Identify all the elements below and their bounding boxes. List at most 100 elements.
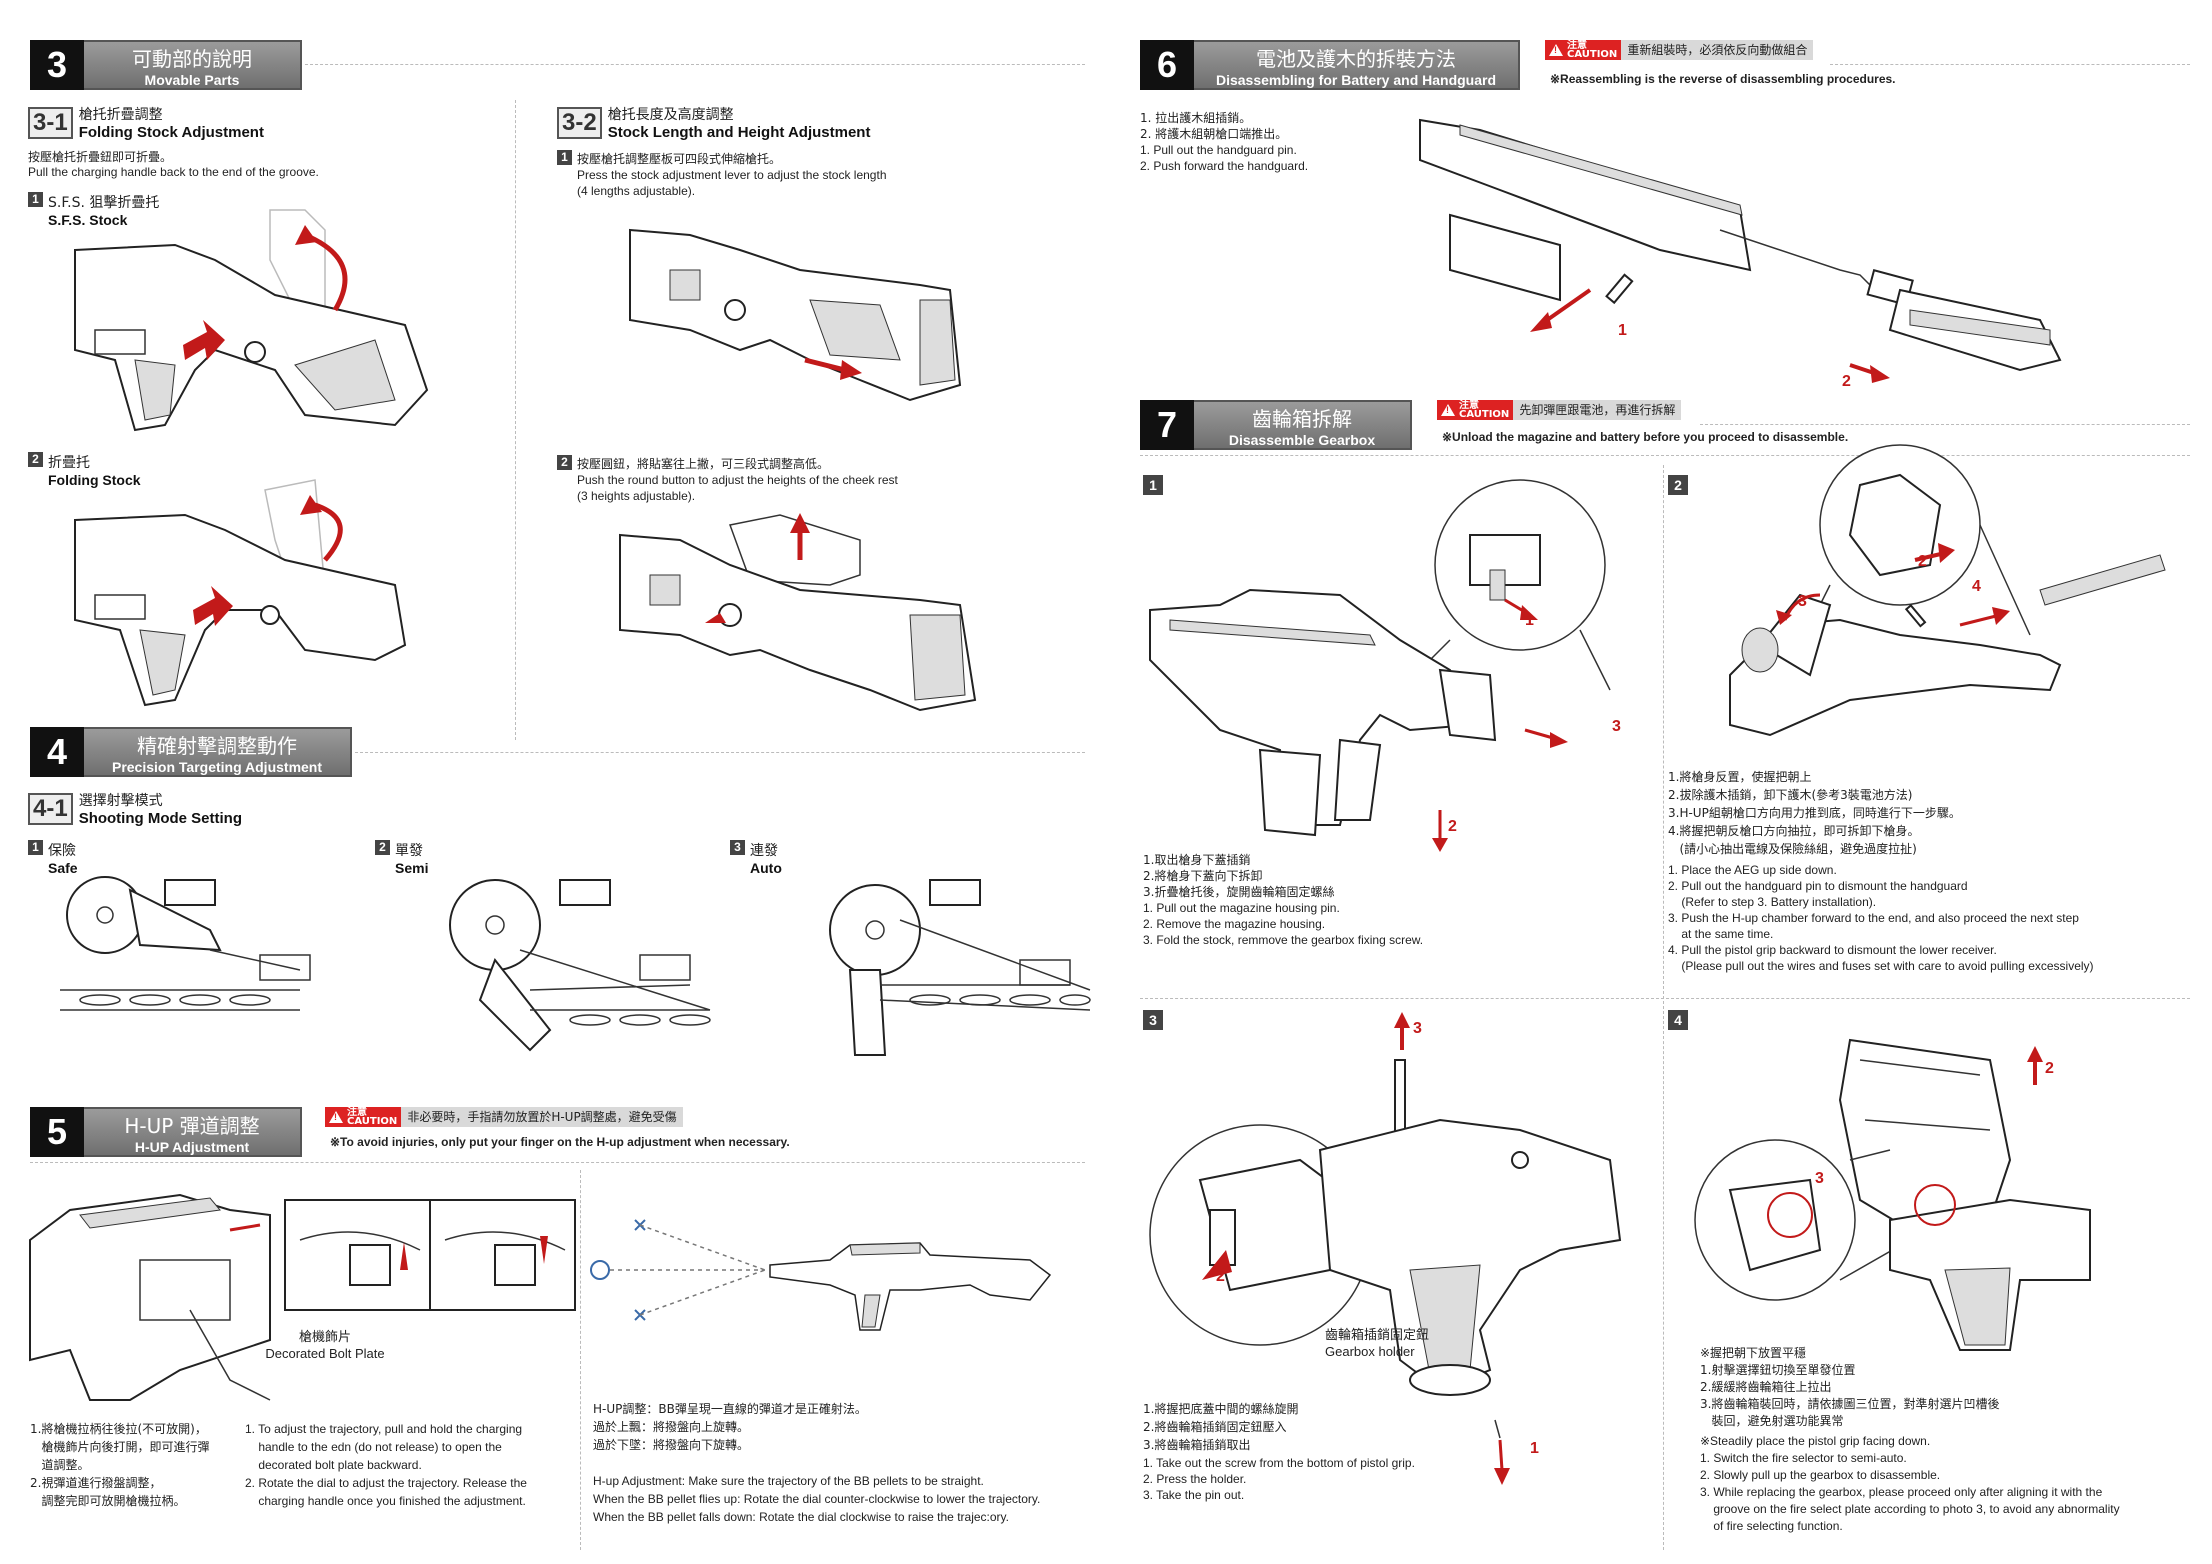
arrow-label: 3 xyxy=(1612,718,1621,735)
arrow-label: 4 xyxy=(1972,578,1981,595)
subsection-number: 3-2 xyxy=(557,106,602,139)
mode-label-en: Safe xyxy=(48,860,78,876)
panel2-steps-zh: 1.將槍身反置，使握把朝上 2.拔除護木插銷，卸下護木(參考3裝電池方法) 3.… xyxy=(1668,770,1961,856)
step-number: 1 xyxy=(557,150,572,165)
divider xyxy=(355,752,1085,753)
panel2-steps-en: 1. Place the AEG up side down. 2. Pull o… xyxy=(1668,863,2094,973)
section-title: 可動部的說明 Movable Parts xyxy=(84,40,302,90)
section-title-zh: H-UP 彈道調整 xyxy=(124,1113,260,1138)
arrow-label: 3 xyxy=(1798,593,1807,610)
panel4-steps-zh: ※握把朝下放置平穩 1.射擊選擇鈕切換至單發位置 2.緩緩將齒輪箱往上拉出 3.… xyxy=(1700,1346,2000,1428)
divider xyxy=(1700,424,2190,425)
section-number: 3 xyxy=(30,40,84,90)
gearbox-holder-label: 齒輪箱插銷固定鈕 Gearbox holder xyxy=(1325,1328,1465,1359)
panel3-steps-en: 1. Take out the screw from the bottom of… xyxy=(1143,1456,1415,1502)
subsection-title-zh: 選擇射擊模式 xyxy=(78,793,163,809)
divider xyxy=(30,1162,1085,1163)
cheek-rest-illustration xyxy=(619,513,977,712)
subsection-title-en: Folding Stock Adjustment xyxy=(78,124,264,141)
step-cheek-height: 2 按壓圓鈕，將貼塞往上撇，可三段式調整高低。Push the round bu… xyxy=(557,455,898,504)
divider xyxy=(1663,465,1664,1550)
caution-text-en: ※Unload the magazine and battery before … xyxy=(1442,430,1849,444)
step-stock-length: 1 按壓槍托調整壓板可四段式伸縮槍托。 Press the stock adjus… xyxy=(557,150,887,199)
arrow-label: 2 xyxy=(1448,818,1457,835)
section-number: 5 xyxy=(30,1107,84,1157)
arrow-label: 3 xyxy=(1413,1020,1422,1037)
selector-auto-diagram xyxy=(829,879,1091,1056)
section-title-zh: 精確射擊調整動作 xyxy=(137,733,297,758)
subsection-title-en: Shooting Mode Setting xyxy=(78,810,242,827)
subsection-title-en: Stock Length and Height Adjustment xyxy=(607,124,871,141)
section-7-banner: 7 齒輪箱拆解 Disassemble Gearbox xyxy=(1140,400,1412,450)
h-up-rifle-illustration xyxy=(29,1193,576,1401)
mode-label-en: Auto xyxy=(750,860,782,876)
panel1-steps-en: 1. Pull out the magazine housing pin. 2.… xyxy=(1143,901,1424,947)
arrow-label: 2 xyxy=(1216,1268,1225,1285)
trajectory-diagram xyxy=(590,1219,1052,1331)
gearbox-step4-illustration xyxy=(1694,1038,2091,1351)
step-number: 2 xyxy=(375,840,390,855)
divider xyxy=(1140,455,2190,456)
section-title-en: Disassembling for Battery and Handguard xyxy=(1215,71,1497,88)
subsection-title-zh: 槍托折疊調整 xyxy=(78,107,163,123)
selector-safe-diagram xyxy=(60,876,311,1011)
step-text-zh: 按壓槍托調整壓板可四段式伸縮槍托。 xyxy=(577,152,782,166)
panel3-steps-zh: 1.將握把底蓋中間的螺絲旋開 2.將齒輪箱插銷固定鈕壓入 3.將齒輪箱插銷取出 xyxy=(1143,1402,1299,1452)
panel4-steps-en: ※Steadily place the pistol grip facing d… xyxy=(1700,1434,2120,1533)
section-title-zh: 可動部的說明 xyxy=(132,46,252,71)
arrow-label: 1 xyxy=(1525,612,1534,629)
step-label-zh: 折疊托 xyxy=(48,455,90,471)
panel-number: 2 xyxy=(1668,475,1688,495)
gearbox-step2-illustration xyxy=(1729,444,2166,737)
subsection-number: 4-1 xyxy=(28,792,73,825)
subsection-title-zh: 槍托長度及高度調整 xyxy=(607,107,734,123)
section-title-en: Precision Targeting Adjustment xyxy=(111,758,323,775)
warning-icon xyxy=(1441,404,1455,416)
section-4-banner: 4 精確射擊調整動作 Precision Targeting Adjustmen… xyxy=(30,727,352,777)
trajectory-text-zh: H-UP調整：BB彈呈現一直線的彈道才是正確射法。 過於上飄：將撥盤向上旋轉。 … xyxy=(593,1402,867,1452)
section-title: H-UP 彈道調整 H-UP Adjustment xyxy=(84,1107,302,1157)
panel1-steps-zh: 1.取出槍身下蓋插銷 2.將槍身下蓋向下拆卸 3.折疊槍托後，旋開齒輪箱固定螺絲 xyxy=(1143,853,1335,899)
section-title: 精確射擊調整動作 Precision Targeting Adjustment xyxy=(84,727,352,777)
step-text-en: Press the stock adjustment lever to adju… xyxy=(577,168,887,198)
mode-label-zh: 保險 xyxy=(48,843,76,859)
divider xyxy=(1140,998,2190,999)
section-number: 6 xyxy=(1140,40,1194,90)
caution-text-zh: 非必要時，手指請勿放置於H-UP調整處，避免受傷 xyxy=(401,1107,683,1127)
gearbox-step3-illustration xyxy=(1149,1012,1622,1485)
section-5-banner: 5 H-UP 彈道調整 H-UP Adjustment xyxy=(30,1107,302,1157)
panel-number: 4 xyxy=(1668,1010,1688,1030)
section-title-zh: 齒輪箱拆解 xyxy=(1252,406,1352,431)
folding-stock-illustration xyxy=(74,479,407,707)
bolt-plate-label: 槍機飾片 Decorated Bolt Plate xyxy=(240,1330,410,1361)
gearbox-holder-label-zh: 齒輪箱插銷固定鈕 xyxy=(1325,1328,1430,1343)
divider xyxy=(515,100,516,740)
caution-text-en: ※Reassembling is the reverse of disassem… xyxy=(1550,72,1896,86)
caution-text-en: ※To avoid injuries, only put your finger… xyxy=(330,1135,790,1149)
h-up-steps-zh: 1.將槍機拉柄往後拉(不可放開)， 槍機飾片向後打開，即可進行彈 道調整。 2.… xyxy=(30,1422,210,1508)
trajectory-text-en: H-up Adjustment: Make sure the trajector… xyxy=(593,1474,1041,1524)
arrow-label: 2 xyxy=(2045,1060,2054,1077)
step-text-en: Push the round button to adjust the heig… xyxy=(577,473,898,503)
panel-number: 3 xyxy=(1143,1010,1163,1030)
bolt-plate-label-zh: 槍機飾片 xyxy=(298,1330,351,1345)
handguard-illustration xyxy=(1419,118,2062,383)
section-3-banner: 3 可動部的說明 Movable Parts xyxy=(30,40,302,90)
selector-semi-diagram xyxy=(449,879,711,1052)
step-label-en: Folding Stock xyxy=(48,472,141,488)
handguard-steps-zh: 1. 拉出護木組插銷。 2. 將護木組朝槍口端推出。 xyxy=(1140,111,1288,141)
mode-label-zh: 單發 xyxy=(395,843,423,859)
step-number: 1 xyxy=(28,840,43,855)
arrow-label: 1 xyxy=(1530,1440,1539,1457)
